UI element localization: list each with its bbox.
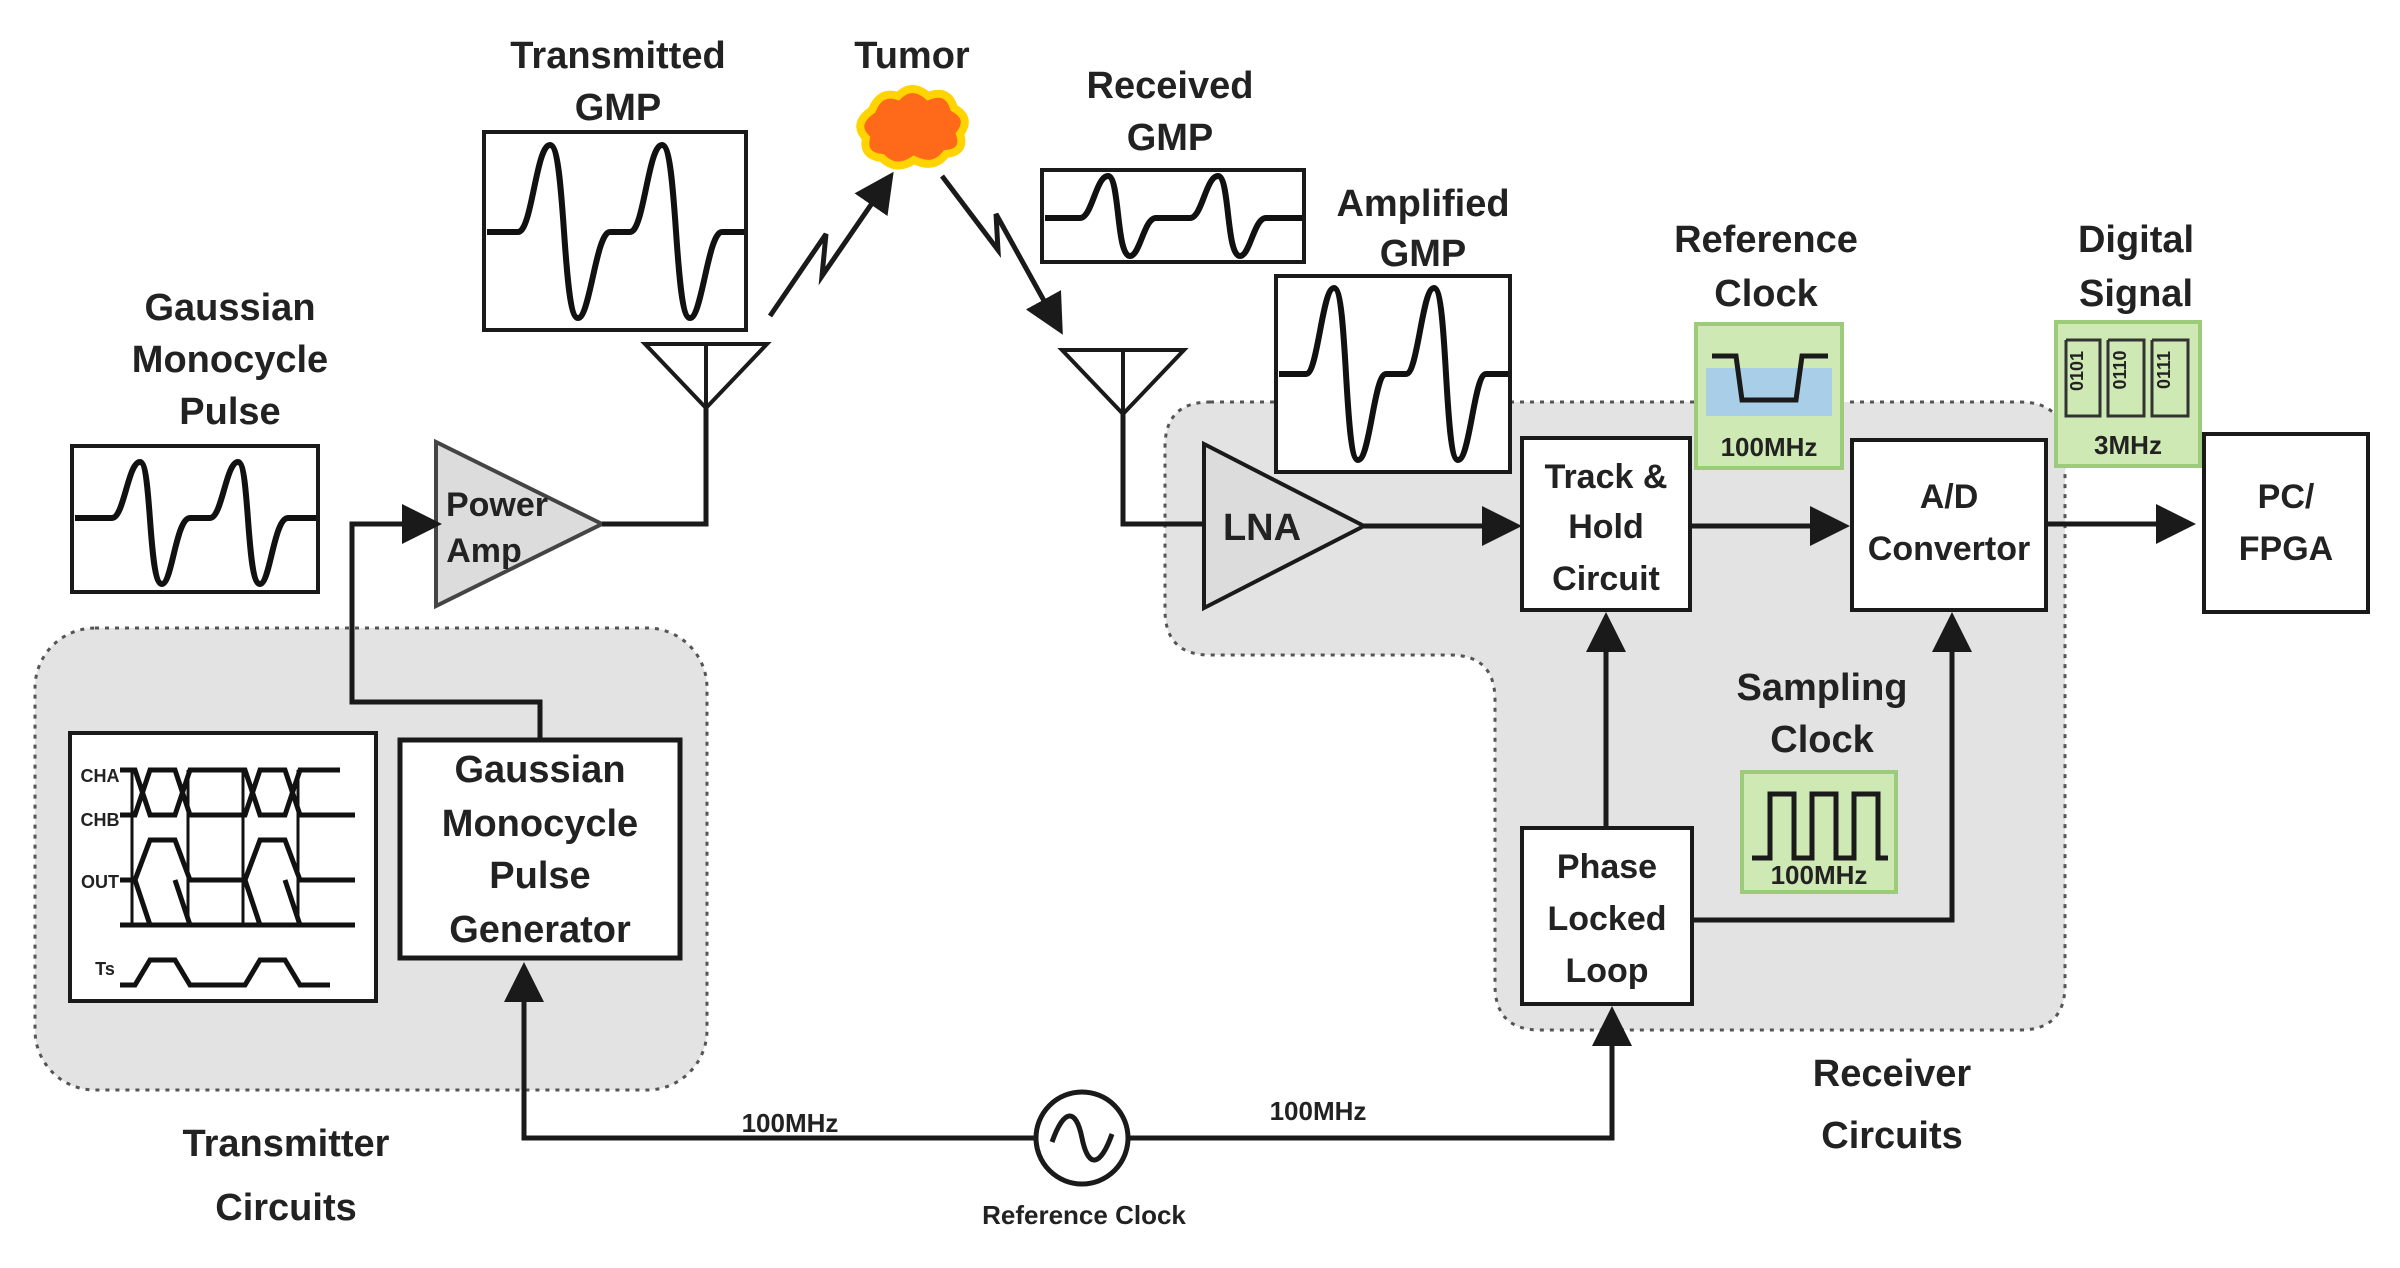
wire-pll-to-adc xyxy=(1692,612,1972,923)
gaussian-pulse-waveform xyxy=(75,458,316,588)
pc-fpga-block xyxy=(2202,432,2370,614)
transmitter-circuits-label-2: Circuits xyxy=(215,1187,356,1229)
track-hold-label-1: Track & xyxy=(1545,458,1668,496)
receiver-circuits-label-1: Receiver xyxy=(1813,1053,1972,1095)
wire-amp-to-tx-antenna xyxy=(602,408,709,527)
oscillator-icon xyxy=(1033,1089,1131,1187)
transmitted-label-2: GMP xyxy=(575,87,662,129)
reference-clock-top-label-1: Reference xyxy=(1674,219,1858,261)
received-label-1: Received xyxy=(1087,65,1254,107)
gaussian-pulse-label-1: Gaussian xyxy=(144,287,315,329)
reference-clock-top-label-2: Clock xyxy=(1714,273,1818,315)
digital-bits-1: 0101 xyxy=(2067,351,2087,391)
sampling-clock-waveform xyxy=(1752,791,1888,861)
reference-clock-bottom-label: Reference Clock xyxy=(982,1200,1186,1230)
timing-tag-ts: Ts xyxy=(95,959,115,979)
tumor-label: Tumor xyxy=(854,35,970,77)
track-hold-label-2: Hold xyxy=(1568,508,1644,546)
pulse-generator-label-2: Monocycle xyxy=(442,803,638,845)
reference-clock-waveform xyxy=(1712,353,1828,403)
freq-right-label: 100MHz xyxy=(1270,1096,1367,1126)
digital-bits-2: 0110 xyxy=(2110,350,2130,389)
amplified-label-1: Amplified xyxy=(1336,183,1509,225)
power-amp-label-2: Amp xyxy=(446,532,522,570)
power-amp-label-1: Power xyxy=(446,486,548,524)
pll-label-1: Phase xyxy=(1557,848,1657,886)
rx-antenna-icon xyxy=(1057,348,1189,417)
timing-tag-chb: CHB xyxy=(81,810,120,830)
sampling-clock-label-2: Clock xyxy=(1770,719,1874,761)
adc-label-1: A/D xyxy=(1920,478,1979,516)
gaussian-pulse-label-3: Pulse xyxy=(179,391,280,433)
timing-diagram-box xyxy=(68,731,378,1003)
receiver-circuits-label-2: Circuits xyxy=(1821,1115,1962,1157)
digital-signal-panel xyxy=(2054,320,2202,468)
amplified-waveform xyxy=(1279,284,1508,464)
freq-left-label: 100MHz xyxy=(742,1108,839,1138)
timing-diagram xyxy=(120,767,355,988)
tumor-icon xyxy=(856,85,969,170)
pulse-generator-label-3: Pulse xyxy=(489,855,590,897)
timing-tag-out: OUT xyxy=(81,872,119,892)
pll-label-3: Loop xyxy=(1565,952,1648,990)
digital-signal-label-1: Digital xyxy=(2078,219,2194,261)
pulse-generator-label-4: Generator xyxy=(449,909,631,951)
received-waveform xyxy=(1045,172,1302,260)
wire-generator-to-amp xyxy=(349,504,543,740)
lna-block xyxy=(1202,440,1369,612)
digital-bits-3: 0111 xyxy=(2154,351,2174,389)
rx-wireless-link xyxy=(940,174,1063,335)
sampling-clock-label-1: Sampling xyxy=(1736,667,1907,709)
pc-fpga-label-2: FPGA xyxy=(2239,530,2333,568)
digital-signal-waveform xyxy=(2064,338,2190,418)
tx-antenna-icon xyxy=(640,342,772,411)
adc-label-2: Convertor xyxy=(1868,530,2030,568)
digital-signal-label-2: Signal xyxy=(2079,273,2193,315)
wire-rx-antenna-to-lna xyxy=(1120,414,1204,527)
reference-clock-water xyxy=(1706,368,1832,416)
gaussian-pulse-label-2: Monocycle xyxy=(132,339,328,381)
wire-ref-clock-to-pll xyxy=(1130,1006,1632,1141)
track-hold-label-3: Circuit xyxy=(1552,560,1660,598)
pc-fpga-label-1: PC/ xyxy=(2258,478,2315,516)
transmitted-label-1: Transmitted xyxy=(510,35,725,77)
digital-signal-freq: 3MHz xyxy=(2094,430,2162,460)
track-hold-block xyxy=(1520,436,1692,612)
tx-wireless-link xyxy=(767,171,894,318)
timing-tag-cha: CHA xyxy=(81,766,120,786)
pll-block xyxy=(1520,826,1694,1006)
power-amp-block xyxy=(434,438,607,610)
transmitter-circuits-label-1: Transmitter xyxy=(183,1123,390,1165)
pll-label-2: Locked xyxy=(1547,900,1666,938)
transmitted-waveform xyxy=(487,141,744,322)
lna-label: LNA xyxy=(1223,507,1301,549)
sampling-clock-freq: 100MHz xyxy=(1771,860,1868,890)
adc-block xyxy=(1850,438,2048,612)
pulse-generator-label-1: Gaussian xyxy=(454,749,625,791)
received-label-2: GMP xyxy=(1127,117,1214,159)
wire-ref-clock-to-generator xyxy=(504,962,1034,1141)
amplified-label-2: GMP xyxy=(1380,233,1467,275)
reference-clock-freq: 100MHz xyxy=(1721,432,1818,462)
